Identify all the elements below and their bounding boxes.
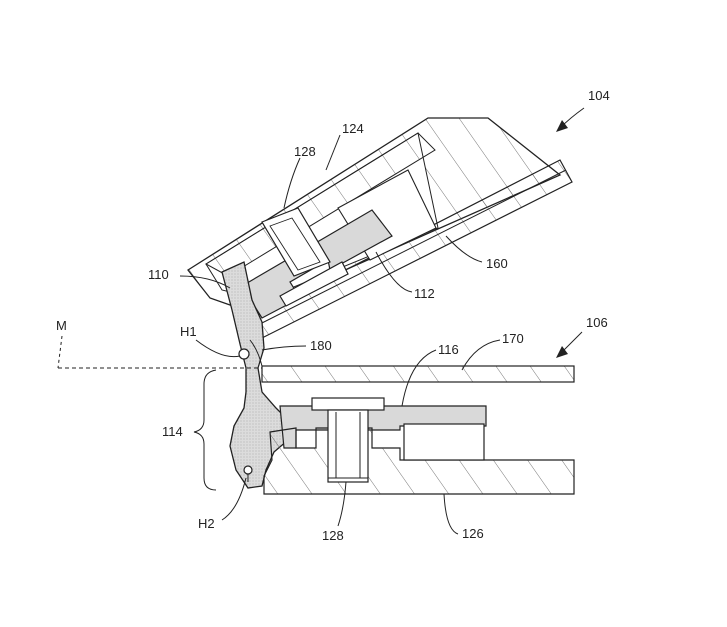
leader-h1 — [196, 340, 240, 357]
label-104: 104 — [588, 88, 610, 103]
screw-128-bottom-head — [312, 398, 384, 410]
label-110: 110 — [148, 267, 169, 282]
label-180: 180 — [310, 338, 332, 353]
screw-128-bottom-shank — [328, 410, 368, 482]
inner-block — [404, 424, 484, 460]
label-126: 126 — [462, 526, 484, 541]
label-160: 160 — [486, 256, 508, 271]
label-116: 116 — [438, 342, 459, 357]
arrow-106 — [556, 332, 582, 358]
label-124: 124 — [342, 121, 364, 136]
label-114: 114 — [162, 424, 183, 439]
label-106: 106 — [586, 315, 608, 330]
label-128-bottom: 128 — [322, 528, 344, 543]
arrow-104 — [556, 108, 584, 132]
reference-line-m-leader — [58, 336, 62, 368]
bracket-114 — [194, 370, 216, 490]
leader-h2 — [222, 478, 246, 520]
label-m: M — [56, 318, 67, 333]
label-170: 170 — [502, 331, 524, 346]
label-112: 112 — [414, 286, 435, 301]
leader-126 — [444, 494, 458, 534]
label-128-top: 128 — [294, 144, 316, 159]
leader-124 — [326, 135, 340, 170]
hinge-pin-h2 — [244, 466, 252, 474]
hinge-pin-h1 — [239, 349, 249, 359]
leader-180 — [262, 346, 306, 350]
lower-assembly-106 — [262, 366, 574, 494]
label-h1: H1 — [180, 324, 197, 339]
label-h2: H2 — [198, 516, 215, 531]
top-layer-170 — [262, 366, 574, 382]
